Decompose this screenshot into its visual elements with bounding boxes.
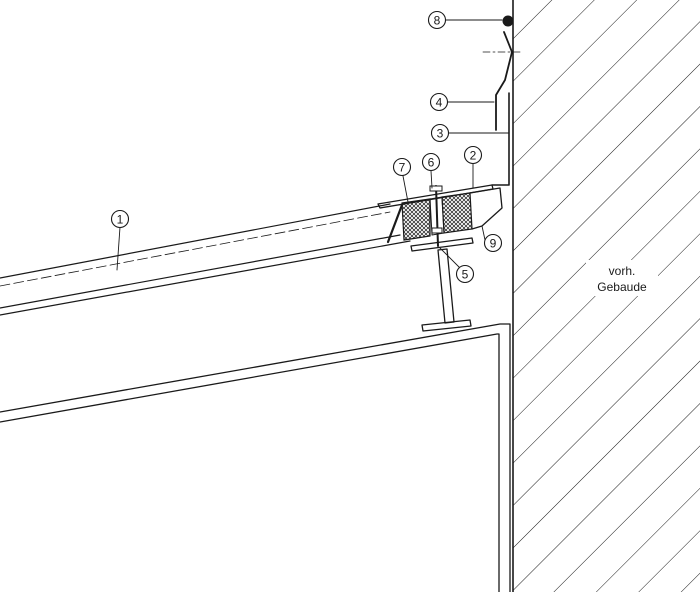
- callout-2-number: 2: [470, 149, 477, 163]
- callout-4: 4: [429, 92, 449, 112]
- callout-6-number: 6: [428, 156, 435, 170]
- callout-7: 7: [392, 157, 412, 177]
- callout-9: 9: [483, 233, 503, 253]
- lower-frame: [0, 323, 511, 592]
- callout-8-number: 8: [434, 14, 441, 28]
- edge-trim: [469, 187, 503, 230]
- callout-1-number: 1: [117, 213, 124, 227]
- sealing-strip: [386, 203, 404, 244]
- sealant-bead: [502, 15, 514, 27]
- counter-flashing: [482, 31, 522, 131]
- callout-3: 3: [430, 123, 450, 143]
- callout-4-number: 4: [436, 96, 443, 110]
- wall-label-line2: Gebaude: [597, 280, 647, 294]
- callout-leaders: [116, 19, 510, 271]
- callout-2: 2: [463, 145, 483, 165]
- wall-label-line1: vorh.: [609, 264, 636, 278]
- callout-7-number: 7: [399, 161, 406, 175]
- steel-i-beam: [410, 237, 474, 332]
- wall-flashing: [491, 92, 510, 186]
- callout-6: 6: [421, 152, 441, 172]
- callout-5: 5: [455, 264, 475, 284]
- roof-panel: [0, 203, 411, 316]
- callout-3-number: 3: [437, 127, 444, 141]
- existing-wall: [512, 0, 700, 592]
- callout-5-number: 5: [462, 268, 469, 282]
- callout-9-number: 9: [490, 237, 497, 251]
- callout-8: 8: [427, 10, 447, 30]
- fastening-bolt: [429, 185, 443, 247]
- callout-1: 1: [110, 209, 130, 229]
